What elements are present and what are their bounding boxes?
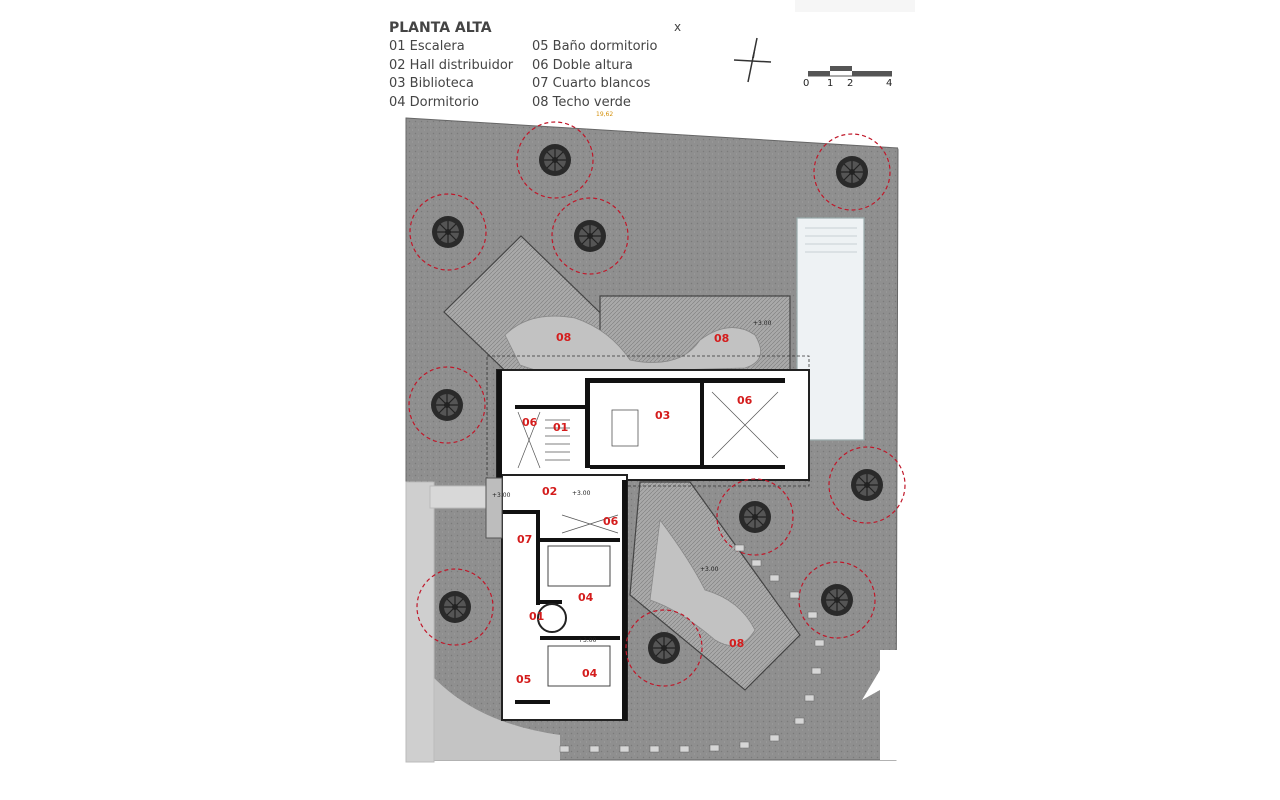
level-tag: +3.00: [492, 492, 511, 499]
room-label-double-height: 06: [737, 394, 753, 407]
top-bar: [795, 0, 915, 12]
scale-tick-label: 4: [886, 78, 893, 89]
room-label-bathroom: 05: [516, 673, 532, 686]
top-level-mark: 19,62: [596, 111, 614, 118]
scale-bar: [808, 66, 892, 77]
north-arrow-icon: [733, 37, 772, 83]
scale-tick-label: 2: [847, 78, 854, 89]
room-label-linen-room: 07: [517, 533, 533, 546]
scale-tick-label: 1: [827, 78, 834, 89]
scale-tick-label: 0: [803, 78, 810, 89]
legend-item: 04 Dormitorio: [389, 94, 479, 110]
lower-left-lawn: [406, 640, 560, 760]
level-tag: +3.00: [753, 320, 772, 327]
level-tag: +3.00: [578, 637, 597, 644]
legend-left-column: 01 Escalera 02 Hall distribuidor 03 Bibl…: [389, 38, 513, 112]
legend-item: 03 Biblioteca: [389, 76, 474, 91]
building-upper: [496, 369, 810, 481]
legend-item: 08 Techo verde: [532, 94, 631, 110]
green-roof-lower: [629, 481, 801, 691]
legend-right-column: 05 Baño dormitorio 06 Doble altura 07 Cu…: [532, 38, 657, 112]
legend-item: 02 Hall distribuidor: [389, 57, 514, 73]
room-label-double-height: 06: [603, 515, 619, 528]
room-label-stair: 01: [529, 610, 545, 623]
room-label-double-height: 06: [522, 416, 538, 429]
level-tag: +3.00: [700, 566, 719, 573]
room-label-green-roof: 08: [714, 332, 730, 345]
room-label-stair: 01: [553, 421, 569, 434]
legend-item: 07 Cuarto blancos: [532, 76, 651, 91]
room-label-hall: 02: [542, 485, 558, 498]
room-label-library: 03: [655, 409, 671, 422]
level-tag: +3.00: [572, 490, 591, 497]
tree-group: [408, 121, 906, 687]
room-label-bedroom: 04: [582, 667, 598, 680]
legend-title: PLANTA ALTA: [389, 20, 492, 36]
x-mark: x: [674, 20, 682, 34]
legend-item: 01 Escalera: [389, 39, 465, 54]
room-label-green-roof: 08: [556, 331, 572, 344]
legend-item: 06 Doble altura: [532, 57, 633, 73]
legend-item: 05 Baño dormitorio: [532, 39, 658, 54]
room-label-green-roof: 08: [729, 637, 745, 650]
room-label-bedroom: 04: [578, 591, 594, 604]
